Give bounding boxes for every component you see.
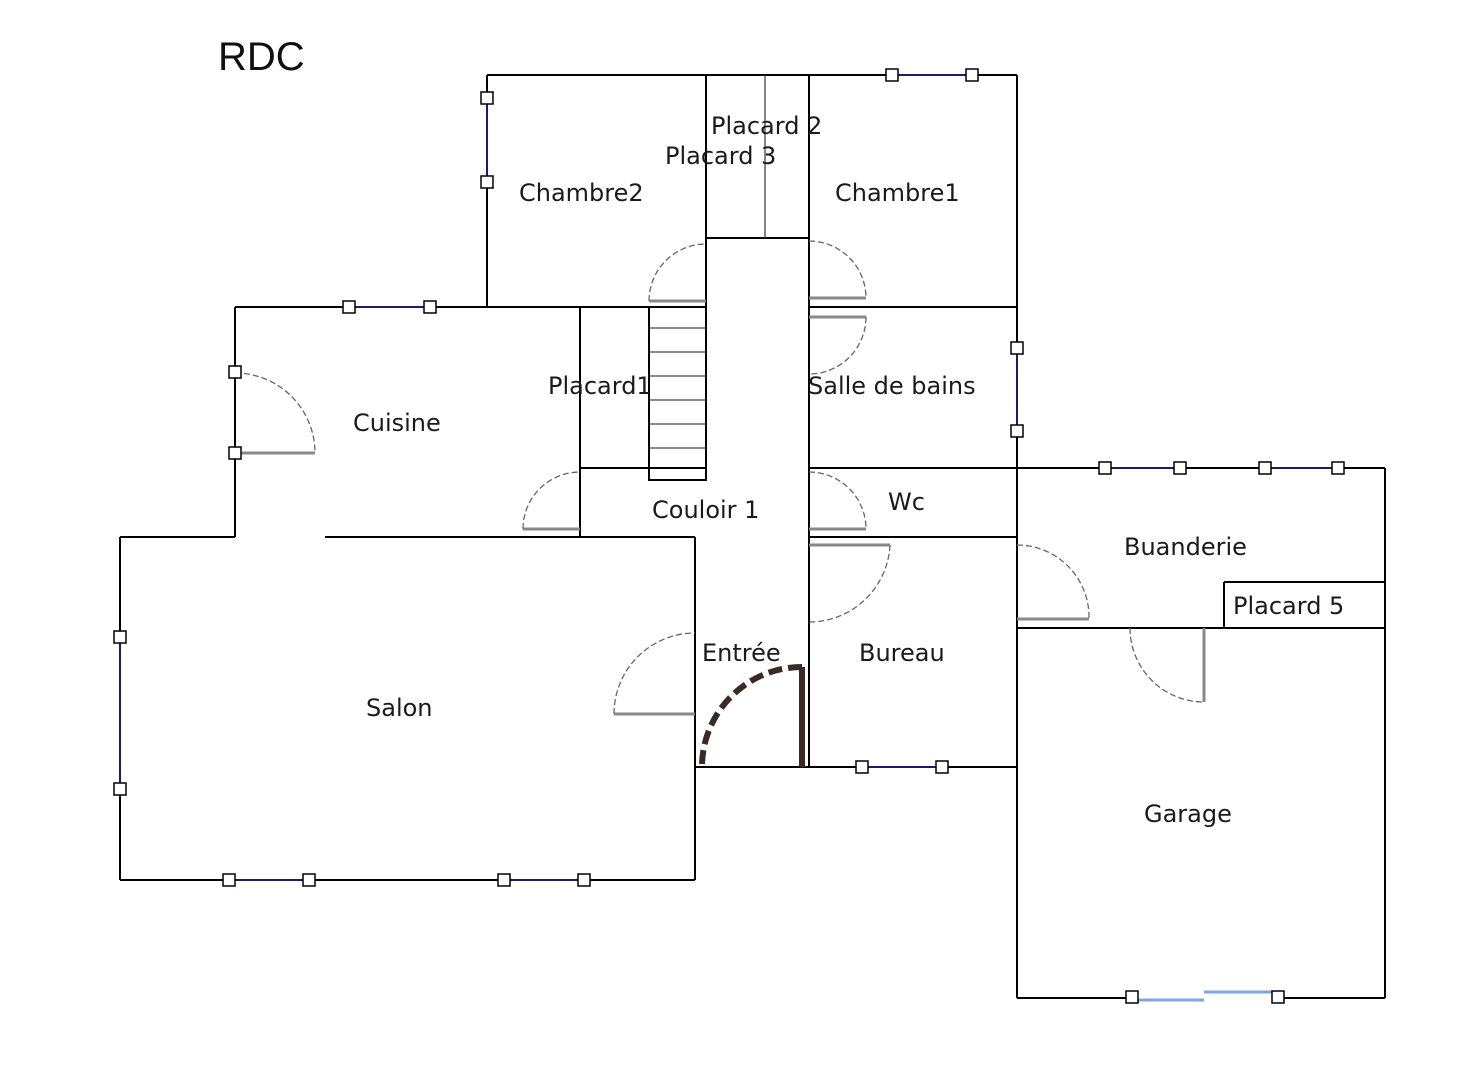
room-label-placard3: Placard 3: [665, 142, 776, 170]
room-label-couloir1: Couloir 1: [652, 496, 759, 524]
room-label-garage: Garage: [1144, 800, 1232, 828]
room-label-chambre2: Chambre2: [519, 179, 644, 207]
window-sash-icon: [113, 630, 127, 644]
room-label-entree: Entrée: [702, 639, 781, 667]
door-swing-chambre1: [808, 240, 867, 299]
room-label-placard2: Placard 2: [711, 112, 822, 140]
window-sash-icon: [1271, 990, 1285, 1004]
window-sash-icon: [228, 446, 242, 460]
door-swing-garage: [1129, 627, 1205, 703]
door-swing-buanderie: [1016, 544, 1090, 620]
staircase: [648, 306, 707, 481]
windows: [113, 68, 1345, 1004]
doors: [228, 240, 1206, 768]
room-label-salle-de-bains: Salle de bains: [808, 372, 976, 400]
window-sash-icon: [935, 760, 949, 774]
door-swing-salon: [613, 632, 696, 715]
window-sash-icon: [1331, 461, 1345, 475]
room-label-cuisine: Cuisine: [353, 409, 441, 437]
room-label-wc: Wc: [888, 488, 925, 516]
window-sash-icon: [1125, 990, 1139, 1004]
window-sash-icon: [113, 782, 127, 796]
room-label-chambre1: Chambre1: [835, 179, 960, 207]
room-label-buanderie: Buanderie: [1124, 533, 1247, 561]
window-sash-icon: [222, 873, 236, 887]
window-sash-icon: [1173, 461, 1187, 475]
plan-title: RDC: [218, 35, 305, 79]
door-swing-salle-de-bains: [808, 316, 867, 375]
room-labels: Chambre2 Placard 2 Placard 3 Chambre1 Cu…: [353, 112, 1344, 828]
window-sash-icon: [965, 68, 979, 82]
main-door-swing: [699, 664, 803, 768]
door-swing-bureau: [808, 544, 891, 623]
window-sash-icon: [1010, 424, 1024, 438]
stairs-outline: [648, 306, 707, 481]
door-swing-wc: [808, 471, 867, 530]
room-label-salon: Salon: [366, 694, 433, 722]
window-sash-icon: [480, 91, 494, 105]
window-sash-icon: [480, 175, 494, 189]
room-label-placard5: Placard 5: [1233, 592, 1344, 620]
window-sash-icon: [1098, 461, 1112, 475]
window-sash-icon: [855, 760, 869, 774]
door-swing-chambre2: [648, 243, 707, 302]
room-label-bureau: Bureau: [859, 639, 945, 667]
window-sash-icon: [885, 68, 899, 82]
window-sash-icon: [302, 873, 316, 887]
window-sash-icon: [1258, 461, 1272, 475]
window-sash-icon: [497, 873, 511, 887]
window-sash-icon: [228, 365, 242, 379]
window-sash-icon: [342, 300, 356, 314]
door-swing-cuisine: [234, 372, 316, 454]
window-sash-icon: [577, 873, 591, 887]
window-sash-icon: [1010, 341, 1024, 355]
window-sash-icon: [423, 300, 437, 314]
door-swing-cuisine-couloir: [522, 471, 581, 530]
room-label-placard1: Placard1: [548, 372, 652, 400]
